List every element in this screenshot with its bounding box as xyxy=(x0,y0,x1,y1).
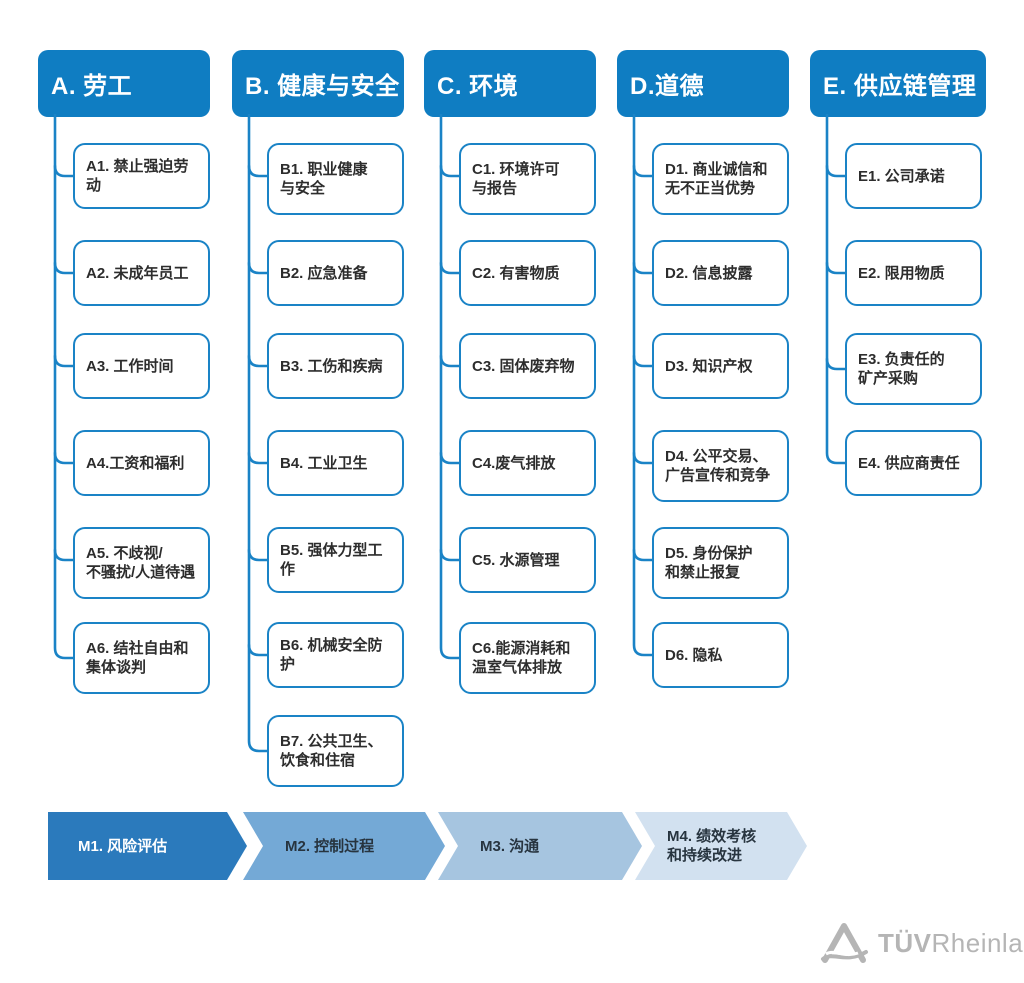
item-box-d3: D3. 知识产权 xyxy=(652,333,789,399)
item-box-b6: B6. 机械安全防护 xyxy=(267,622,404,688)
item-box-c6: C6.能源消耗和 温室气体排放 xyxy=(459,622,596,694)
item-box-b2: B2. 应急准备 xyxy=(267,240,404,306)
item-box-a1: A1. 禁止强迫劳动 xyxy=(73,143,210,209)
item-box-b5: B5. 强体力型工作 xyxy=(267,527,404,593)
column-supply-chain: E. 供应链管理 E1. 公司承诺 E2. 限用物质 E3. 负责任的 矿产采购… xyxy=(810,0,986,800)
column-environment-header: C. 环境 xyxy=(424,50,596,117)
item-box-b7: B7. 公共卫生、 饮食和住宿 xyxy=(267,715,404,787)
item-box-c5: C5. 水源管理 xyxy=(459,527,596,593)
connector-lines-c xyxy=(439,114,461,660)
process-step-m2-label: M2. 控制过程 xyxy=(285,837,375,855)
logo-text-regular: Rheinland xyxy=(931,927,1024,958)
connector-lines-b xyxy=(247,114,269,753)
process-step-m2: M2. 控制过程 xyxy=(243,812,445,880)
column-labor-header: A. 劳工 xyxy=(38,50,210,117)
item-box-d4: D4. 公平交易、 广告宣传和竞争 xyxy=(652,430,789,502)
column-ethics-header: D.道德 xyxy=(617,50,789,117)
item-box-d1: D1. 商业诚信和 无不正当优势 xyxy=(652,143,789,215)
item-box-c4: C4.废气排放 xyxy=(459,430,596,496)
item-box-d2: D2. 信息披露 xyxy=(652,240,789,306)
logo-text-bold: TÜV xyxy=(878,927,932,958)
item-box-e1: E1. 公司承诺 xyxy=(845,143,982,209)
item-box-c2: C2. 有害物质 xyxy=(459,240,596,306)
management-process-flow: M1. 风险评估 M2. 控制过程 M3. 沟通 M4. 绩效考核 和持续改进 xyxy=(0,812,1024,880)
item-box-c3: C3. 固体废弃物 xyxy=(459,333,596,399)
column-health-safety: B. 健康与安全 B1. 职业健康 与安全 B2. 应急准备 B3. 工伤和疾病… xyxy=(232,0,404,800)
item-box-a5: A5. 不歧视/ 不骚扰/人道待遇 xyxy=(73,527,210,599)
tuv-rheinland-wordmark: TÜVRheinland xyxy=(878,928,1024,959)
item-box-e3: E3. 负责任的 矿产采购 xyxy=(845,333,982,405)
tuv-rheinland-logo: TÜVRheinland xyxy=(818,920,1024,966)
process-step-m1: M1. 风险评估 xyxy=(48,812,247,880)
process-step-m4: M4. 绩效考核 和持续改进 xyxy=(635,812,807,880)
connector-lines-e xyxy=(825,114,847,465)
item-box-d6: D6. 隐私 xyxy=(652,622,789,688)
process-step-m3-label: M3. 沟通 xyxy=(480,837,540,855)
column-ethics: D.道德 D1. 商业诚信和 无不正当优势 D2. 信息披露 D3. 知识产权 … xyxy=(617,0,789,800)
process-step-m3: M3. 沟通 xyxy=(438,812,642,880)
column-environment: C. 环境 C1. 环境许可 与报告 C2. 有害物质 C3. 固体废弃物 C4… xyxy=(424,0,596,800)
item-box-e4: E4. 供应商责任 xyxy=(845,430,982,496)
item-box-b4: B4. 工业卫生 xyxy=(267,430,404,496)
item-box-d5: D5. 身份保护 和禁止报复 xyxy=(652,527,789,599)
tuv-triangle-icon xyxy=(821,923,868,963)
item-box-b3: B3. 工伤和疾病 xyxy=(267,333,404,399)
item-box-c1: C1. 环境许可 与报告 xyxy=(459,143,596,215)
item-box-a4: A4.工资和福利 xyxy=(73,430,210,496)
item-box-a2: A2. 未成年员工 xyxy=(73,240,210,306)
column-health-safety-header: B. 健康与安全 xyxy=(232,50,404,117)
process-step-m4-label: M4. 绩效考核 和持续改进 xyxy=(667,828,757,864)
process-step-m1-label: M1. 风险评估 xyxy=(78,837,168,855)
column-supply-chain-header: E. 供应链管理 xyxy=(810,50,986,117)
column-labor: A. 劳工 A1. 禁止强迫劳动 A2. 未成年员工 A3. 工作时间 A4.工… xyxy=(38,0,210,800)
connector-lines-a xyxy=(53,114,75,660)
item-box-a6: A6. 结社自由和 集体谈判 xyxy=(73,622,210,694)
item-box-e2: E2. 限用物质 xyxy=(845,240,982,306)
item-box-a3: A3. 工作时间 xyxy=(73,333,210,399)
item-box-b1: B1. 职业健康 与安全 xyxy=(267,143,404,215)
connector-lines-d xyxy=(632,114,654,657)
